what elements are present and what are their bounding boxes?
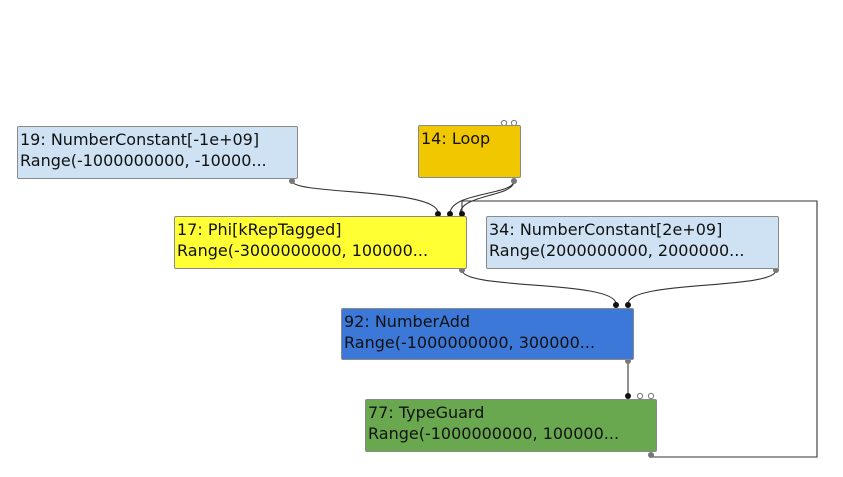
input-port-92-0[interactable] bbox=[613, 302, 619, 308]
node-77-type-guard[interactable]: 77: TypeGuard Range(-1000000000, 100000.… bbox=[365, 399, 657, 452]
output-port-14[interactable] bbox=[511, 178, 517, 184]
input-port-77-0[interactable] bbox=[625, 393, 631, 399]
node-17-phi[interactable]: 17: Phi[kRepTagged] Range(-3000000000, 1… bbox=[174, 216, 467, 269]
node-title: 77: TypeGuard bbox=[368, 403, 485, 422]
output-port-77[interactable] bbox=[648, 452, 654, 458]
input-port-17-2[interactable] bbox=[459, 211, 465, 217]
input-port-77-2[interactable] bbox=[647, 392, 655, 400]
node-range: Range(-1000000000, 100000... bbox=[368, 424, 620, 443]
input-port-17-0[interactable] bbox=[435, 211, 441, 217]
node-title: 34: NumberConstant[2e+09] bbox=[489, 220, 723, 239]
node-92-number-add[interactable]: 92: NumberAdd Range(-1000000000, 300000.… bbox=[341, 308, 634, 360]
edge-19-to-17 bbox=[291, 180, 439, 214]
input-port-77-1[interactable] bbox=[636, 392, 644, 400]
edge-17-to-92 bbox=[461, 269, 617, 305]
node-range: Range(-3000000000, 100000... bbox=[177, 241, 429, 260]
node-range: Range(-1000000000, 300000... bbox=[344, 333, 596, 352]
edge-14-to-17-b bbox=[459, 180, 515, 214]
node-34-number-constant[interactable]: 34: NumberConstant[2e+09] Range(20000000… bbox=[486, 216, 779, 269]
input-port-17-1[interactable] bbox=[447, 211, 453, 217]
output-port-19[interactable] bbox=[289, 178, 295, 184]
input-port-92-1[interactable] bbox=[625, 302, 631, 308]
node-title: 14: Loop bbox=[421, 129, 491, 148]
node-19-number-constant[interactable]: 19: NumberConstant[-1e+09] Range(-100000… bbox=[17, 126, 298, 179]
node-title: 17: Phi[kRepTagged] bbox=[177, 220, 342, 239]
node-range: Range(2000000000, 2000000... bbox=[489, 241, 745, 260]
node-range: Range(-1000000000, -10000... bbox=[20, 151, 267, 170]
node-title: 19: NumberConstant[-1e+09] bbox=[20, 130, 260, 149]
node-title: 92: NumberAdd bbox=[344, 312, 471, 331]
node-14-loop[interactable]: 14: Loop bbox=[418, 125, 521, 178]
edge-34-to-92 bbox=[627, 269, 777, 305]
